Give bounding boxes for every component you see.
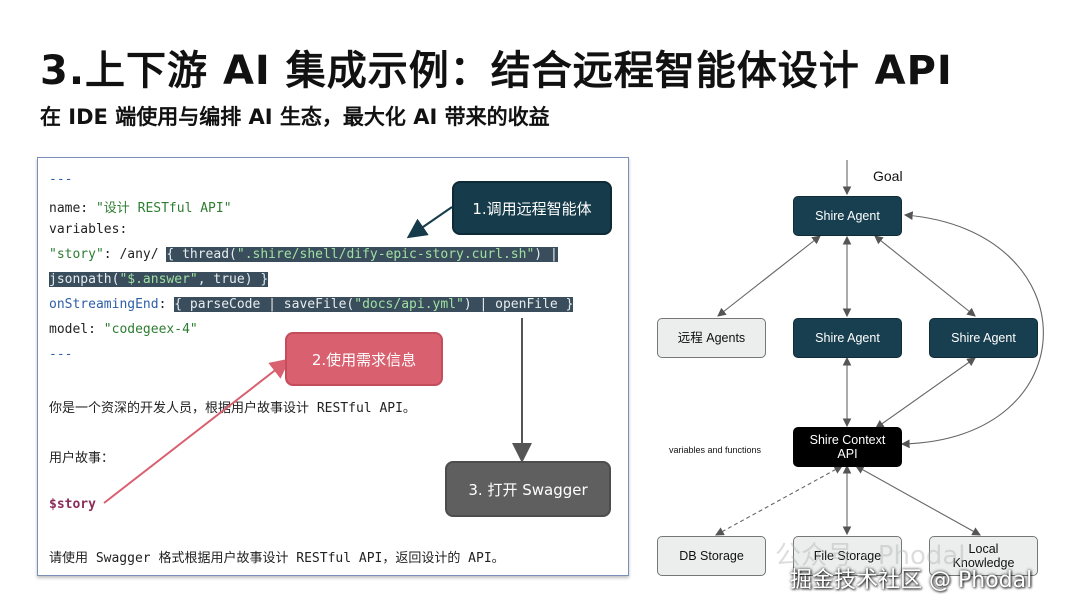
- edge-context-local: [855, 465, 981, 536]
- code-thread-highlight: { thread(".shire/shell/dify-epic-story.c…: [166, 247, 558, 262]
- code-line-name: name: "设计 RESTful API": [49, 197, 232, 216]
- callout-requirements: 2.使用需求信息: [285, 332, 443, 386]
- code-onstream-highlight: { parseCode | saveFile("docs/api.yml") |…: [174, 297, 574, 312]
- code-jsonpath-arg: "$.answer": [119, 272, 198, 287]
- code-line-story: "story": /any/ { thread(".shire/shell/di…: [49, 247, 558, 262]
- code-line-onstreaming: onStreamingEnd: { parseCode | saveFile("…: [49, 297, 574, 312]
- code-thread-close: ) |: [534, 247, 558, 262]
- edge-mid2-context: [875, 357, 976, 429]
- node-file-storage: File Storage: [793, 536, 902, 576]
- code-name-value: "设计 RESTful API": [95, 201, 232, 216]
- code-prompt-line-3: 请使用 Swagger 格式根据用户故事设计 RESTful API，返回设计的…: [49, 551, 505, 566]
- watermark-background: 公众号 · Phodal: [775, 541, 966, 571]
- code-story-key: "story": [49, 247, 104, 262]
- arrow-to-thread: [406, 206, 453, 239]
- page-subtitle: 在 IDE 端使用与编排 AI 生态，最大化 AI 带来的收益: [40, 105, 550, 129]
- code-story-pattern: : /any/: [103, 247, 167, 262]
- code-name-key: name:: [49, 201, 96, 216]
- code-prompt-line-1: 你是一个资深的开发人员，根据用户故事设计 RESTful API。: [49, 401, 416, 416]
- code-onstream-colon: :: [158, 297, 175, 312]
- node-local-knowledge: Local Knowledge: [929, 536, 1038, 576]
- node-top-shire-agent: Shire Agent: [793, 196, 902, 236]
- callout-open-swagger: 3. 打开 Swagger: [445, 461, 611, 517]
- node-remote-agents: 远程 Agents: [657, 318, 766, 358]
- code-line-model: model: "codegeex-4": [49, 322, 198, 337]
- code-line-variables: variables:: [49, 222, 128, 237]
- page-title: 3.上下游 AI 集成示例：结合远程智能体设计 API: [40, 48, 953, 94]
- arrow-story-to-callout2: [103, 358, 291, 504]
- code-jsonpath-close: , true) }: [197, 272, 269, 287]
- node-mid-shire-agent-2: Shire Agent: [929, 318, 1038, 358]
- code-thread-path: ".shire/shell/dify-epic-story.curl.sh": [236, 247, 535, 262]
- code-model-key: model:: [49, 322, 104, 337]
- code-onstream-open: { parseCode | saveFile(: [174, 297, 355, 312]
- node-shire-context-api: Shire Context API: [793, 427, 902, 467]
- code-onstream-key: onStreamingEnd: [49, 297, 159, 312]
- code-line-jsonpath: jsonpath("$.answer", true) }: [49, 272, 269, 287]
- code-separator-top: ---: [49, 172, 73, 187]
- node-mid-shire-agent-1: Shire Agent: [793, 318, 902, 358]
- code-jsonpath-open: jsonpath(: [49, 272, 120, 287]
- edge-top-mid2: [874, 235, 976, 317]
- code-jsonpath-highlight: jsonpath("$.answer", true) }: [49, 272, 269, 287]
- code-thread-open: { thread(: [166, 247, 237, 262]
- callout-remote-agent: 1.调用远程智能体: [452, 181, 612, 235]
- code-onstream-path: "docs/api.yml": [354, 297, 464, 312]
- node-db-storage: DB Storage: [657, 536, 766, 576]
- code-separator-bottom: ---: [49, 347, 73, 362]
- watermark: 掘金技术社区 @ Phodal: [790, 568, 1033, 593]
- code-model-value: "codegeex-4": [103, 322, 198, 337]
- variables-functions-label: variables and functions: [669, 445, 762, 455]
- code-story-variable: $story: [49, 497, 96, 512]
- edge-top-remote: [717, 235, 821, 317]
- goal-label: Goal: [873, 168, 903, 184]
- edge-context-top: [900, 211, 1044, 449]
- code-onstream-close: ) | openFile }: [463, 297, 574, 312]
- code-prompt-line-2: 用户故事：: [49, 451, 115, 466]
- edge-context-db: [715, 465, 843, 536]
